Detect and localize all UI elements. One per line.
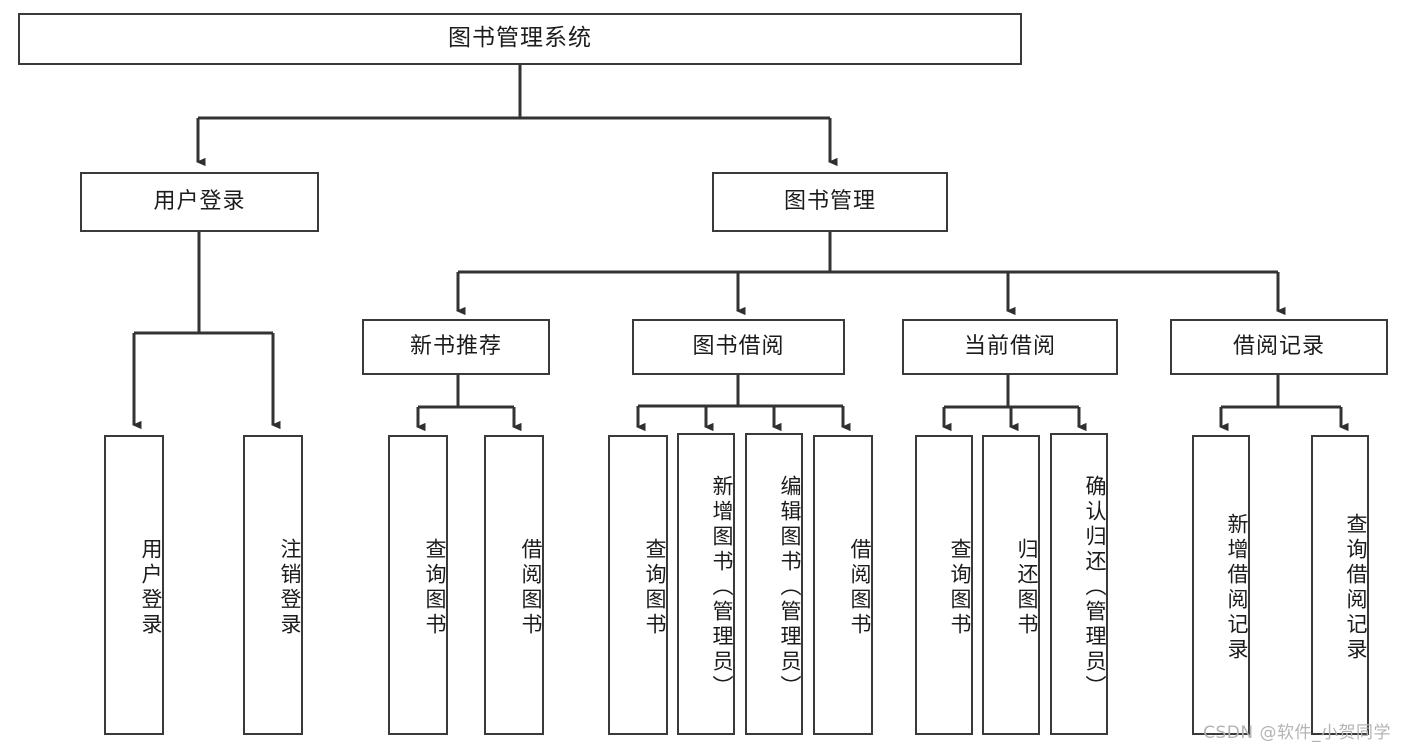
node-book-borrow[interactable]: 图书借阅	[632, 319, 845, 375]
node-label: 查询图书	[643, 538, 667, 638]
leaf-edit-book-admin[interactable]: 编辑图书（管理员）	[745, 433, 803, 735]
leaf-query-book-current[interactable]: 查询图书	[915, 435, 973, 735]
node-new-book-recommend[interactable]: 新书推荐	[362, 319, 550, 375]
leaf-logout[interactable]: 注销登录	[243, 435, 303, 735]
node-user-login[interactable]: 用户登录	[80, 172, 319, 232]
node-borrow-record[interactable]: 借阅记录	[1170, 319, 1388, 375]
node-label: 新书推荐	[409, 333, 502, 359]
node-label: 图书管理	[783, 188, 876, 214]
leaf-confirm-return-admin[interactable]: 确认归还（管理员）	[1050, 433, 1108, 735]
node-label: 图书管理系统	[448, 25, 592, 52]
node-label: 注销登录	[278, 538, 302, 638]
node-current-borrow[interactable]: 当前借阅	[902, 319, 1118, 375]
leaf-query-book-borrow[interactable]: 查询图书	[608, 435, 668, 735]
node-label: 归还图书	[1015, 538, 1039, 638]
node-label: 新增借阅记录	[1225, 513, 1249, 663]
leaf-borrow-book[interactable]: 借阅图书	[813, 435, 873, 735]
node-label: 借阅记录	[1232, 333, 1325, 359]
node-root-system[interactable]: 图书管理系统	[18, 13, 1022, 65]
leaf-borrow-book-recommend[interactable]: 借阅图书	[484, 435, 544, 735]
leaf-add-borrow-record[interactable]: 新增借阅记录	[1192, 435, 1250, 735]
node-label: 借阅图书	[519, 538, 543, 638]
leaf-return-book[interactable]: 归还图书	[982, 435, 1040, 735]
leaf-user-login[interactable]: 用户登录	[104, 435, 164, 735]
node-label: 查询借阅记录	[1344, 513, 1368, 663]
node-label: 查询图书	[423, 538, 447, 638]
node-book-manage[interactable]: 图书管理	[712, 172, 948, 232]
node-label: 借阅图书	[848, 538, 872, 638]
leaf-add-book-admin[interactable]: 新增图书（管理员）	[677, 433, 735, 735]
node-label: 当前借阅	[963, 333, 1056, 359]
csdn-watermark: CSDN @软件_小贺同学	[1203, 723, 1391, 743]
node-label: 用户登录	[153, 188, 246, 214]
leaf-query-borrow-record[interactable]: 查询借阅记录	[1311, 435, 1369, 735]
node-label: 查询图书	[948, 538, 972, 638]
leaf-query-book-recommend[interactable]: 查询图书	[388, 435, 448, 735]
node-label: 图书借阅	[692, 333, 785, 359]
node-label: 新增图书（管理员）	[710, 474, 734, 700]
node-label: 用户登录	[139, 538, 163, 638]
node-label: 确认归还（管理员）	[1083, 474, 1107, 700]
node-label: 编辑图书（管理员）	[778, 474, 802, 700]
